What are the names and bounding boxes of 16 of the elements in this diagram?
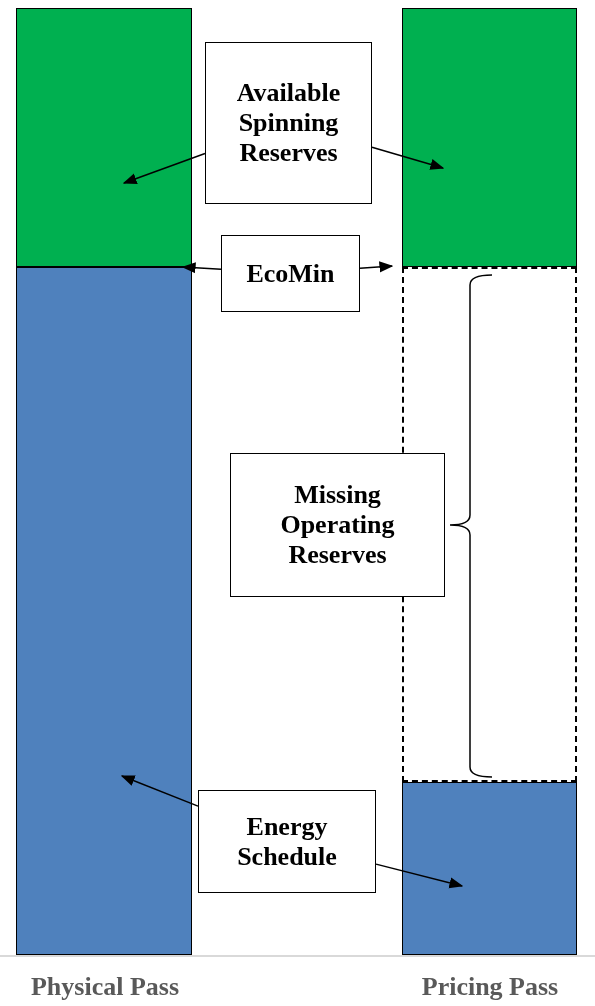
reserve-bar-segment bbox=[402, 8, 577, 267]
leader-arrow bbox=[375, 863, 464, 889]
callout-label: Available Spinning Reserves bbox=[205, 42, 372, 204]
leader-arrow bbox=[181, 262, 222, 274]
leader-arrow bbox=[122, 152, 206, 184]
energy-bar-segment bbox=[402, 782, 577, 955]
leader-arrow bbox=[371, 146, 445, 170]
leader-arrow bbox=[120, 775, 199, 807]
leader-arrow bbox=[359, 261, 394, 273]
callout-label: Missing Operating Reserves bbox=[230, 453, 445, 597]
callout-label: EcoMin bbox=[221, 235, 360, 312]
axis-label: Pricing Pass bbox=[421, 972, 559, 1002]
reserve-bar-segment bbox=[16, 8, 192, 267]
callout-label: Energy Schedule bbox=[198, 790, 376, 893]
axis-label: Physical Pass bbox=[30, 972, 180, 1002]
energy-bar-segment bbox=[16, 267, 192, 955]
